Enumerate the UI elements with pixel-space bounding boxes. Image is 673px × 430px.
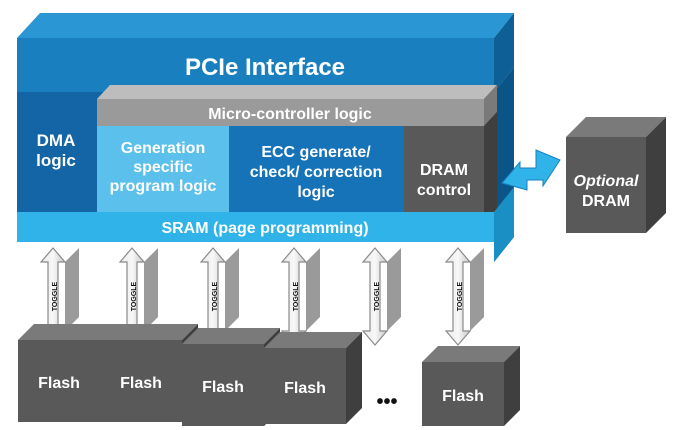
ecc-logic-block: ECC generate/ check/ correction logic (229, 126, 404, 212)
gen-label-line3: program logic (110, 178, 217, 195)
flash-label: Flash (284, 380, 326, 397)
dma-label-line2: logic (36, 151, 76, 170)
toggle-label: TOGGLE (293, 281, 300, 311)
flash-label: Flash (120, 375, 162, 392)
gen-label-line1: Generation (121, 140, 205, 157)
dramctl-label-line2: control (417, 182, 471, 199)
pcie-front (17, 38, 494, 92)
toggle-label: TOGGLE (212, 281, 219, 311)
flash-label: Flash (202, 379, 244, 396)
toggle-label: TOGGLE (52, 281, 59, 311)
flash-label: Flash (38, 375, 80, 392)
generation-logic-block: Generation specific program logic (97, 126, 229, 212)
micro-controller-block: Micro-controller logic (97, 85, 497, 126)
ecc-label-line2: check/ correction (250, 164, 383, 181)
ecc-label-line3: logic (297, 184, 334, 201)
toggle-arrow: TOGGLE (444, 247, 484, 346)
toggle-label: TOGGLE (374, 281, 381, 311)
toggle-label: TOGGLE (131, 281, 138, 311)
sram-block: SRAM (page programming) (17, 187, 514, 262)
pcie-interface-block: PCIe Interface (17, 13, 514, 92)
flash-block: Flash (422, 346, 520, 426)
dram-label-line2: DRAM (582, 193, 630, 210)
sram-label: SRAM (page programming) (161, 220, 368, 237)
dma-logic-block: DMA logic (36, 131, 76, 170)
toggle-label: TOGGLE (457, 281, 464, 311)
flash-block: Flash (100, 324, 198, 422)
optional-dram-block: Optional DRAM (566, 117, 666, 233)
micro-label: Micro-controller logic (208, 106, 372, 123)
flash-block: Flash (264, 332, 362, 424)
more-flash-ellipsis: ••• (376, 391, 397, 413)
flash-label: Flash (442, 388, 484, 405)
dram-label-line1: Optional (574, 173, 639, 190)
toggle-arrow: TOGGLE (118, 247, 158, 346)
dramctl-label-line1: DRAM (420, 162, 468, 179)
dram-link-arrow (501, 149, 561, 191)
toggle-arrow: TOGGLE (361, 247, 401, 346)
gen-label-line2: specific (133, 159, 193, 176)
pcie-label: PCIe Interface (185, 54, 345, 81)
ecc-label-line1: ECC generate/ (261, 144, 371, 161)
dram-control-block: DRAM control (404, 112, 497, 212)
dma-label-line1: DMA (37, 131, 76, 150)
toggle-arrow: TOGGLE (280, 247, 320, 346)
